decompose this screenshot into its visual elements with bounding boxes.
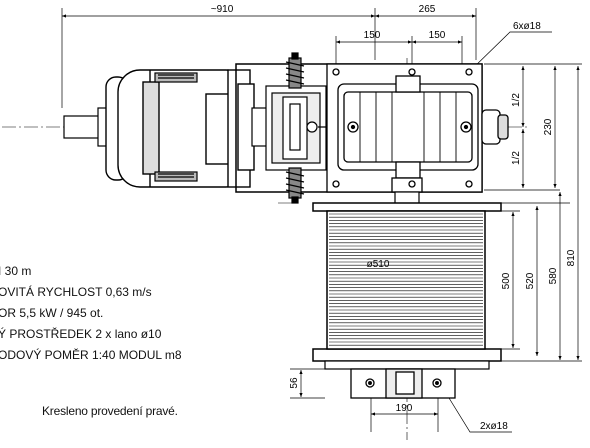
dim-bolt-pitch-right: 150 <box>429 30 446 41</box>
coupling-brake <box>251 52 336 204</box>
dim-drum-diameter: ø510 <box>367 259 390 270</box>
motor-shaft <box>63 107 111 147</box>
dim-gearbox-length: 265 <box>419 4 436 15</box>
dim-half-upper: 1/2 <box>511 93 522 107</box>
dim-drum-flange-height: 520 <box>525 272 536 289</box>
dim-foot-holes: 2xø18 <box>480 421 508 432</box>
spec-line: ODOVÝ POMĚR 1:40 MODUL m8 <box>0 348 182 362</box>
dim-drum-total-height: 580 <box>548 267 559 284</box>
drawing-note: Kresleno provedení pravé. <box>42 404 178 418</box>
electric-motor <box>105 63 483 193</box>
dim-overall-height: 810 <box>566 249 577 266</box>
dim-drum-inner-height: 500 <box>501 272 512 289</box>
dimension-labels: ~910 265 150 150 6xø18 1/2 1/2 230 ø510 … <box>211 4 577 432</box>
spec-line: I 30 m <box>0 264 32 278</box>
dimension-lines <box>62 14 580 433</box>
dim-overall-length: ~910 <box>211 4 234 15</box>
base-foot <box>350 368 456 399</box>
dim-foot-height: 56 <box>289 377 300 389</box>
spec-line: OR 5,5 kW / 945 ot. <box>0 306 104 320</box>
cable-drum <box>312 202 502 370</box>
dim-base-holes: 6xø18 <box>513 21 541 32</box>
spec-line: Ý PROSTŘEDEK 2 x lano ø10 <box>0 327 162 341</box>
specification-list: I 30 m OVITÁ RYCHLOST 0,63 m/s OR 5,5 kW… <box>0 262 182 367</box>
dim-half-lower: 1/2 <box>511 151 522 165</box>
dim-foot-width: 190 <box>396 403 413 414</box>
dim-gearbox-height: 230 <box>543 118 554 135</box>
worm-gearbox <box>326 63 509 193</box>
dim-bolt-pitch-left: 150 <box>364 30 381 41</box>
spec-line: OVITÁ RYCHLOST 0,63 m/s <box>0 285 152 299</box>
